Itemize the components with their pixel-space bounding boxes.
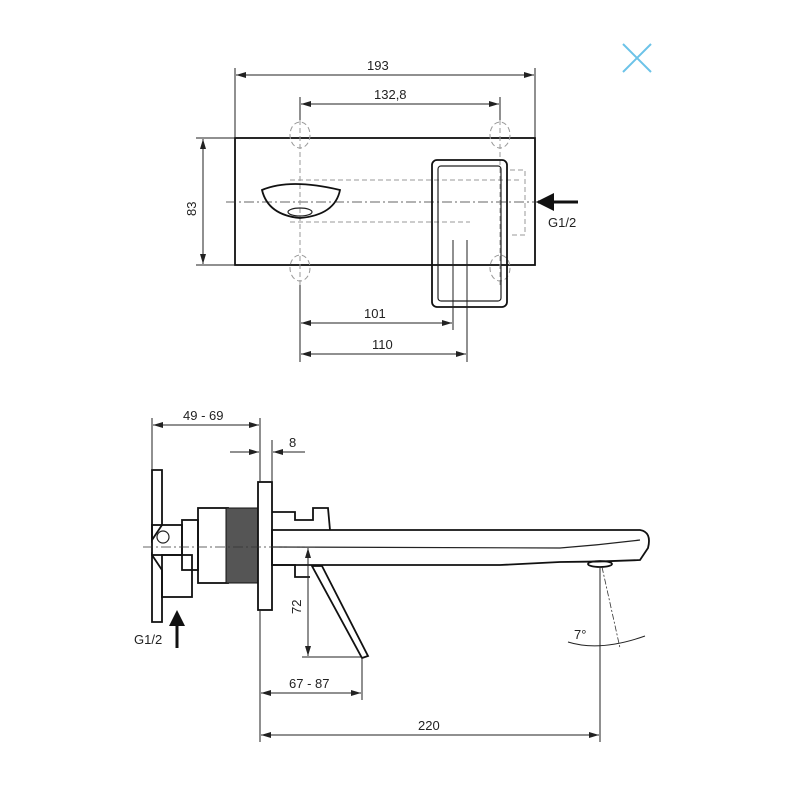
top-view: 193 132,8 83 G1/2 101 110 (184, 58, 578, 362)
dim-lever-reach: 67 - 87 (289, 676, 329, 691)
inlet-elbow (161, 554, 193, 598)
dim-101: 101 (364, 306, 386, 321)
lever (310, 565, 370, 660)
dim-lever-height: 72 (289, 600, 304, 614)
dim-width: 193 (367, 58, 389, 73)
inlet-label: G1/2 (134, 632, 162, 647)
spout (271, 529, 650, 566)
valve-handle (151, 469, 163, 623)
dim-height: 83 (184, 202, 199, 216)
angle-label: 7° (574, 627, 586, 642)
dim-depth: 49 - 69 (183, 408, 223, 423)
wall-plate (257, 481, 273, 611)
wall-plate-outline (234, 137, 536, 266)
dim-plate: 8 (289, 435, 296, 450)
lever-handle (431, 159, 508, 308)
inlet-label: G1/2 (548, 215, 576, 230)
side-view: 49 - 69 8 72 67 - 87 220 7° G1/2 (134, 408, 650, 742)
angle-arc (567, 635, 646, 647)
thread (225, 507, 259, 584)
hidden-body (290, 120, 526, 285)
dim-spout-reach: 220 (418, 718, 440, 733)
spout-outlet (260, 183, 342, 219)
close-icon[interactable] (620, 41, 654, 75)
dim-110: 110 (372, 337, 393, 352)
dim-hole-spacing: 132,8 (374, 87, 407, 102)
valve-body (197, 507, 229, 584)
